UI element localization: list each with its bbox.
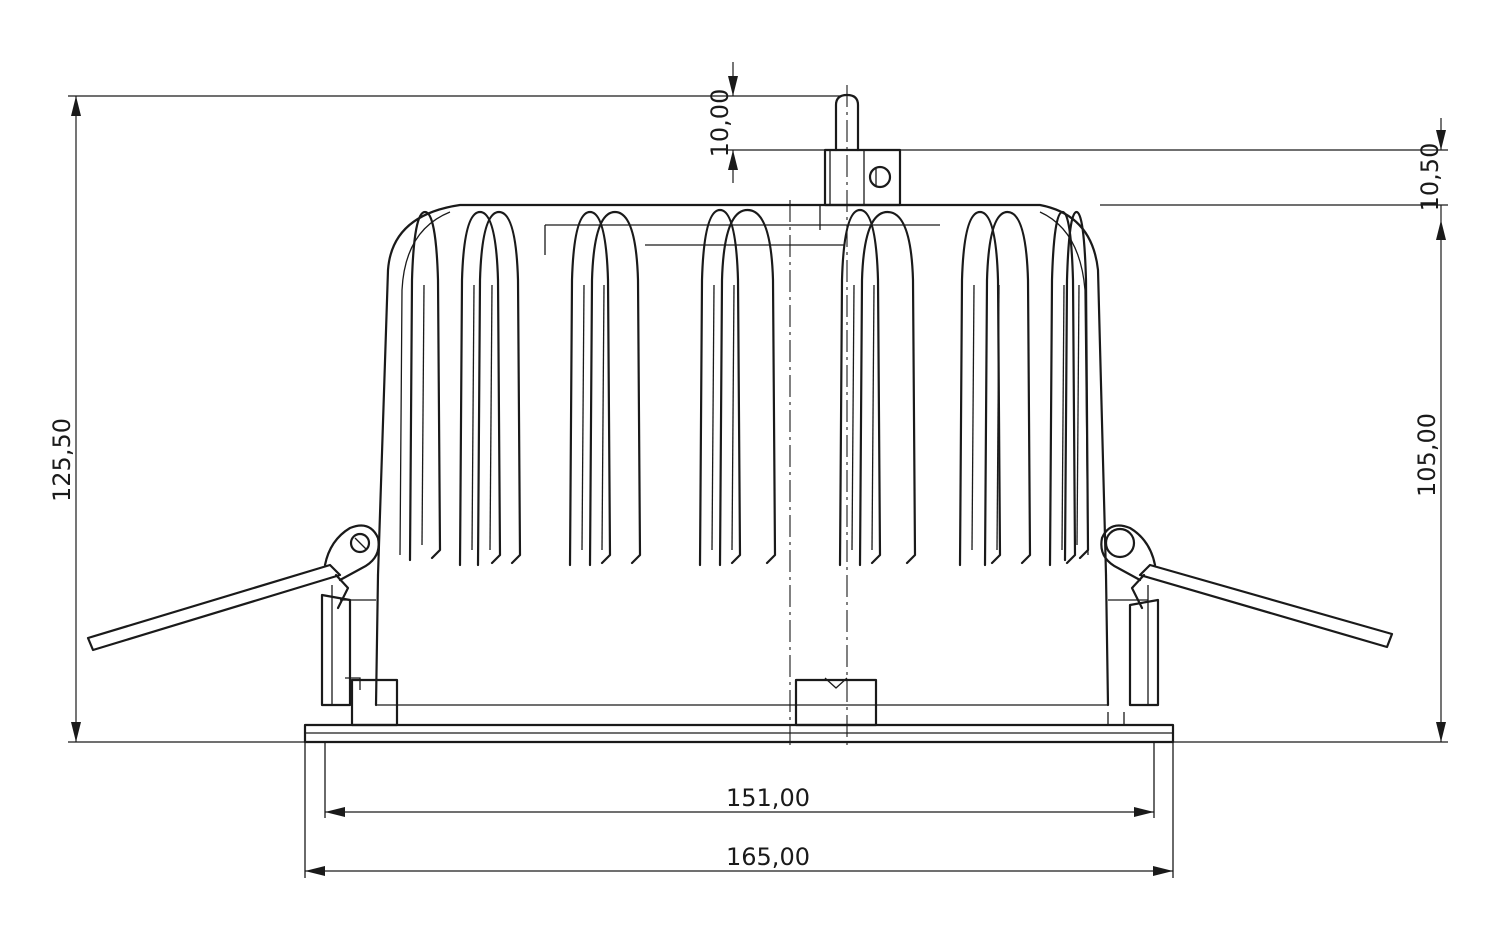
cooling-fin xyxy=(476,210,522,567)
flange xyxy=(303,723,1175,878)
cooling-fin xyxy=(1048,210,1077,567)
cooling-fins xyxy=(408,208,1090,567)
flange-width-label: 165,00 xyxy=(726,843,810,871)
cooling-fin xyxy=(698,208,742,567)
overall-height-label: 125,50 xyxy=(48,418,76,502)
bracket-height-label: 10,50 xyxy=(1416,143,1444,212)
cooling-fin xyxy=(718,208,777,567)
cooling-fin-edge xyxy=(601,284,605,551)
cooling-fin-edge xyxy=(421,284,425,546)
dim-pin-length: 10,00 xyxy=(706,62,825,183)
cooling-fin-edge xyxy=(471,284,475,551)
cooling-fin-edge xyxy=(851,284,855,551)
cooling-fin-edge xyxy=(1076,284,1080,546)
cooling-fin xyxy=(1063,210,1090,562)
dim-flange-width: 165,00 xyxy=(305,843,1173,876)
cooling-fin-edge xyxy=(581,284,585,551)
cooling-fin-edge xyxy=(731,284,735,551)
pin-length-label: 10,00 xyxy=(706,89,734,158)
dim-cutout-width: 151,00 xyxy=(325,784,1154,817)
cooling-fin xyxy=(408,210,442,562)
right-spring-clip xyxy=(1100,524,1394,707)
cooling-fin-edge xyxy=(489,284,493,551)
dim-overall-height: 125,50 xyxy=(48,95,840,743)
cooling-fin-edge xyxy=(711,284,715,551)
left-spring-clip xyxy=(86,524,380,707)
cooling-fin xyxy=(588,210,642,567)
dim-bracket-height: 10,50 xyxy=(900,118,1448,211)
bottom-blocks xyxy=(345,677,1125,727)
dim-body-height: 105,00 xyxy=(1100,204,1448,743)
cooling-fin xyxy=(838,208,882,567)
cooling-fin xyxy=(458,210,502,567)
cooling-fin-edge xyxy=(996,284,1000,551)
cooling-fin xyxy=(858,210,917,567)
cooling-fin xyxy=(568,210,612,567)
cooling-fin-edge xyxy=(1061,284,1065,551)
cooling-fin xyxy=(958,210,1002,567)
lower-housing xyxy=(374,573,1110,707)
cooling-fin xyxy=(983,210,1032,567)
cooling-fin-edge xyxy=(871,284,875,551)
cutout-width-label: 151,00 xyxy=(726,784,810,812)
cooling-fin-edge xyxy=(971,284,975,551)
body-height-label: 105,00 xyxy=(1413,413,1441,497)
